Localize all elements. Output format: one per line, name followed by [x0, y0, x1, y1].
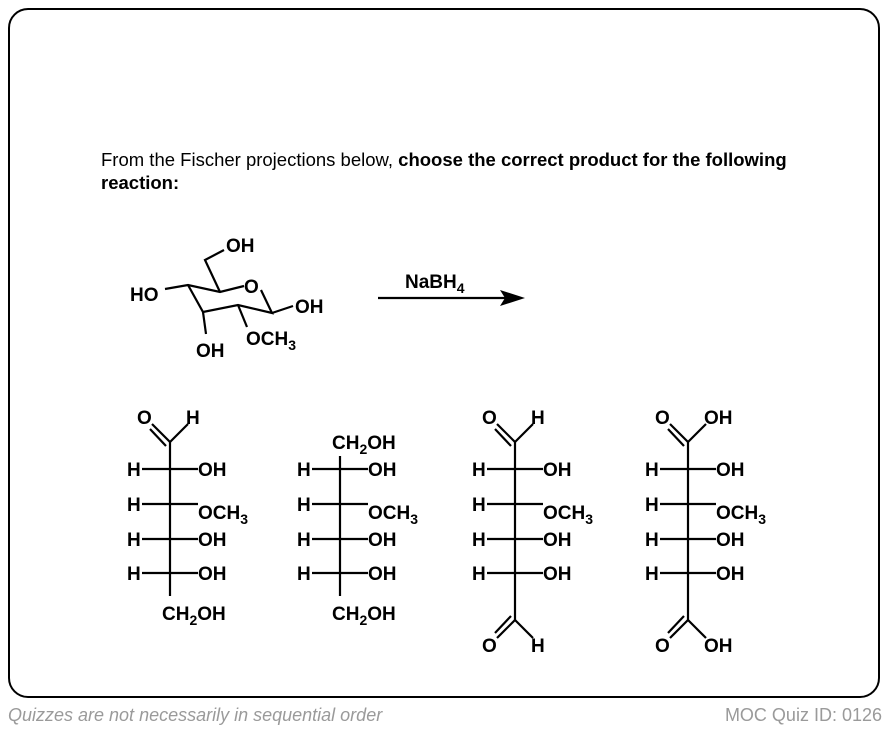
- oxygen-label: O: [482, 636, 497, 657]
- h-label: H: [645, 495, 659, 516]
- oh-label: OH: [543, 460, 572, 481]
- och3-label: OCH3: [543, 503, 593, 527]
- oh-label: OH: [368, 564, 397, 585]
- och3-label: OCH3: [198, 503, 248, 527]
- h-label: H: [127, 564, 141, 585]
- h-label: H: [531, 408, 545, 429]
- oxygen-label: O: [137, 408, 152, 429]
- oh-label: OH: [716, 530, 745, 551]
- oh-label: OH: [198, 460, 227, 481]
- oh-label: OH: [716, 564, 745, 585]
- h-label: H: [297, 460, 311, 481]
- footer-note: Quizzes are not necessarily in sequentia…: [8, 705, 383, 725]
- oxygen-label: O: [655, 408, 670, 429]
- h-label: H: [297, 530, 311, 551]
- h-label: H: [127, 495, 141, 516]
- h-label: H: [472, 460, 486, 481]
- oh-label: OH: [368, 460, 397, 481]
- quiz-id: MOC Quiz ID: 0126: [724, 705, 882, 725]
- reactant-glucoside: O OH HO OH OH OCH3: [130, 236, 324, 362]
- och3-label: OCH3: [716, 503, 766, 527]
- question-bold: choose the correct product for the follo…: [101, 149, 787, 193]
- oh-label: OH: [704, 636, 733, 657]
- oh-label: OH: [198, 530, 227, 551]
- h-label: H: [645, 460, 659, 481]
- h-label: H: [186, 408, 200, 429]
- c1-oh: OH: [295, 297, 324, 318]
- oh-label: OH: [543, 530, 572, 551]
- h-label: H: [297, 564, 311, 585]
- oxygen-label: O: [655, 636, 670, 657]
- h-label: H: [127, 530, 141, 551]
- h-label: H: [297, 495, 311, 516]
- och3-label: OCH3: [368, 503, 418, 527]
- quiz-card: [8, 8, 880, 698]
- oh-label: OH: [368, 530, 397, 551]
- oh-label: OH: [198, 564, 227, 585]
- c6-oh: OH: [226, 236, 255, 257]
- reagent-label: NaBH4: [405, 272, 465, 296]
- c3-oh: OH: [196, 341, 225, 362]
- oh-label: OH: [543, 564, 572, 585]
- reaction-arrow: NaBH4: [378, 272, 525, 306]
- h-label: H: [645, 564, 659, 585]
- ch2oh-label: CH2OH: [332, 433, 396, 457]
- c4-ho: HO: [130, 285, 159, 306]
- ch2oh-label: CH2OH: [162, 604, 226, 628]
- c2-och3: OCH3: [246, 329, 296, 353]
- ch2oh-label: CH2OH: [332, 604, 396, 628]
- h-label: H: [127, 460, 141, 481]
- h-label: H: [472, 564, 486, 585]
- h-label: H: [531, 636, 545, 657]
- question-plain: From the Fischer projections below,: [101, 149, 399, 170]
- h-label: H: [645, 530, 659, 551]
- h-label: H: [472, 495, 486, 516]
- oxygen-label: O: [482, 408, 497, 429]
- oh-label: OH: [704, 408, 733, 429]
- h-label: H: [472, 530, 486, 551]
- question-text: From the Fischer projections below, choo…: [101, 148, 801, 194]
- oh-label: OH: [716, 460, 745, 481]
- ring-oxygen: O: [244, 277, 259, 298]
